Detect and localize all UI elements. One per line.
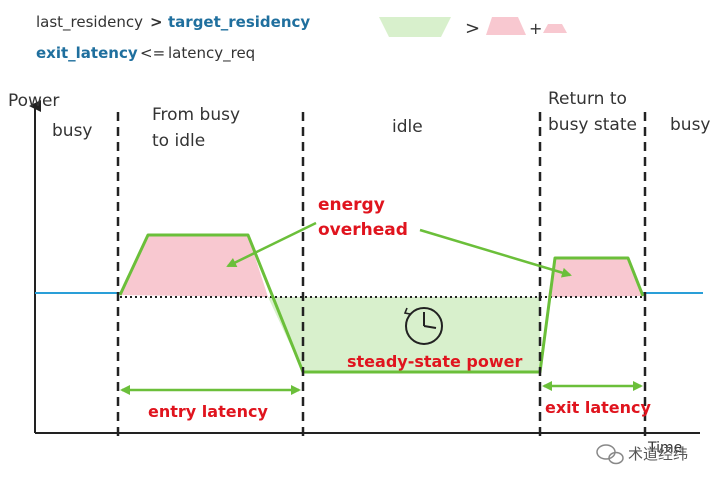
- legend-gt-operator: >: [465, 18, 480, 39]
- phase-idle: idle: [392, 117, 423, 137]
- formula-le-operator: <=: [140, 44, 165, 62]
- energy-overhead-line2: overhead: [318, 220, 408, 240]
- formula-header: last_residency > target_residency exit_l…: [36, 13, 567, 63]
- power-trace-line: [118, 233, 645, 374]
- phase-dividers: [116, 112, 647, 437]
- energy-overhead-line1: energy: [318, 195, 385, 215]
- energy-arrow-to-entry: [226, 221, 317, 268]
- phase-labels: busy From busy to idle idle Return to bu…: [52, 89, 710, 151]
- phase-return-line2: busy state: [548, 115, 637, 135]
- energy-arrow-to-exit: [419, 228, 572, 278]
- wechat-icon: [596, 444, 624, 465]
- phase-return-line1: Return to: [548, 89, 627, 109]
- exit-latency-label: exit latency: [545, 398, 652, 417]
- x-axis-label: Time: [647, 440, 682, 456]
- exit-energy-overhead-area: [548, 258, 643, 297]
- phase-busy-left: busy: [52, 121, 92, 141]
- steady-state-savings-area: [268, 297, 540, 372]
- legend-exit-overhead-shape: [543, 24, 567, 33]
- phase-from-busy-line1: From busy: [152, 105, 240, 125]
- energy-overhead-annotation: energy overhead: [226, 195, 572, 278]
- formula-last-residency: last_residency: [36, 13, 143, 32]
- y-axis-label: Power: [8, 91, 59, 111]
- clock-icon: [403, 307, 443, 345]
- steady-state-power-label: steady-state power: [347, 352, 522, 371]
- watermark: 术道经纬: [596, 444, 688, 465]
- watermark-text: 术道经纬: [628, 445, 688, 463]
- legend-entry-overhead-shape: [486, 17, 526, 35]
- legend-steady-state-shape: [379, 17, 451, 37]
- formula-latency-req: latency_req: [168, 44, 255, 63]
- formula-exit-latency: exit_latency: [36, 44, 138, 62]
- phase-busy-right: busy: [670, 115, 710, 135]
- entry-latency-label: entry latency: [148, 402, 268, 421]
- axes: Power Time: [8, 91, 700, 456]
- legend-plus-operator: +: [529, 19, 542, 38]
- phase-from-busy-line2: to idle: [152, 131, 205, 151]
- entry-energy-overhead-area: [120, 235, 268, 297]
- formula-target-residency: target_residency: [168, 13, 310, 31]
- formula-gt-operator: >: [150, 13, 163, 31]
